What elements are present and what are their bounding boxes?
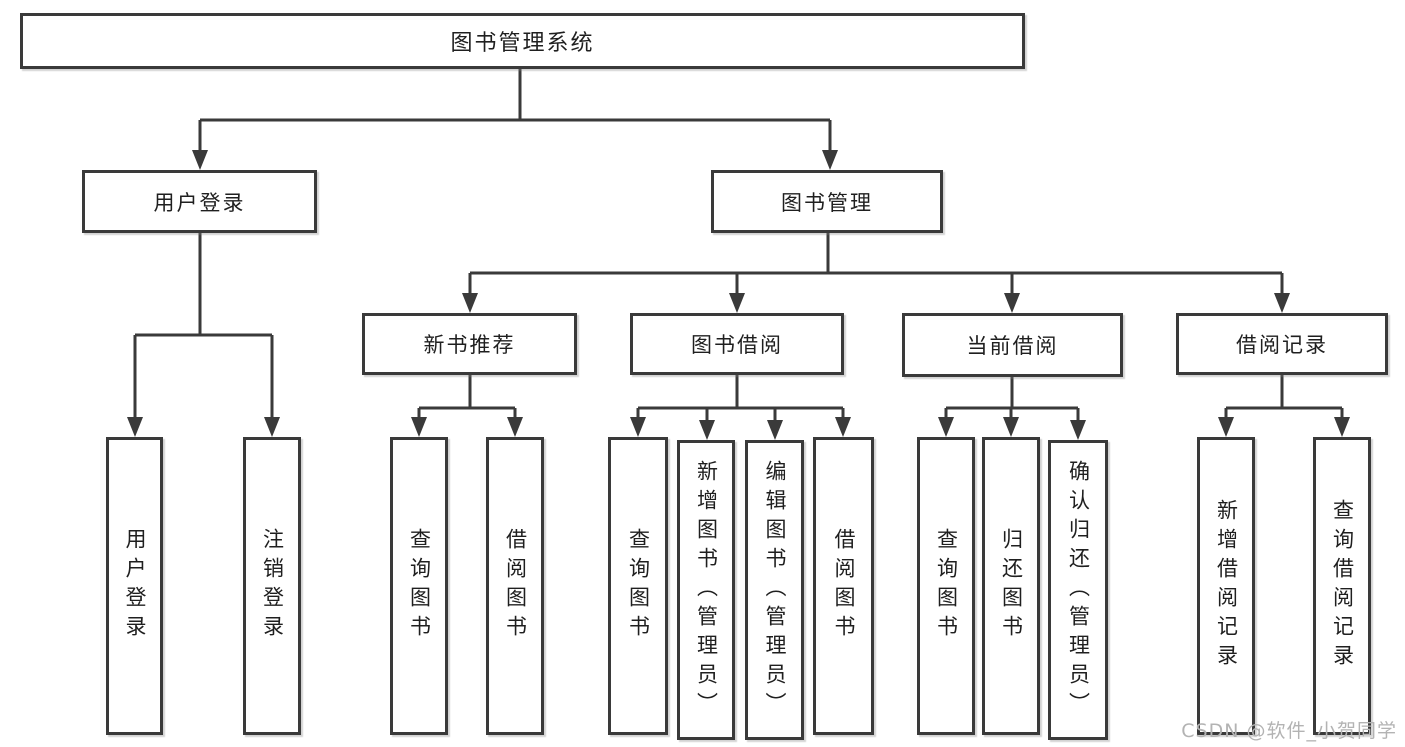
node-new-book-recommend: 新书推荐 (362, 313, 577, 375)
leaf-add-book-admin: 新增图书（管理员） (677, 440, 735, 740)
csdn-watermark: CSDN @软件_小贺同学 (1181, 720, 1397, 742)
leaf-borrow-books-recommend: 借阅图书 (486, 437, 544, 735)
node-book-borrowing: 图书借阅 (630, 313, 844, 375)
leaf-query-books-recommend: 查询图书 (390, 437, 448, 735)
leaf-add-borrow-record: 新增借阅记录 (1197, 437, 1255, 735)
leaf-confirm-return-admin: 确认归还（管理员） (1048, 440, 1108, 740)
node-current-borrowing: 当前借阅 (902, 313, 1123, 377)
leaf-query-books-borrowing: 查询图书 (608, 437, 668, 735)
leaf-edit-book-admin: 编辑图书（管理员） (745, 440, 804, 740)
leaf-return-book: 归还图书 (982, 437, 1040, 735)
node-library-management-system: 图书管理系统 (20, 13, 1025, 69)
node-borrowing-records: 借阅记录 (1176, 313, 1388, 375)
leaf-query-borrow-record: 查询借阅记录 (1313, 437, 1371, 735)
leaf-logout: 注销登录 (243, 437, 301, 735)
leaf-borrow-books-borrowing: 借阅图书 (813, 437, 874, 735)
node-user-login: 用户登录 (82, 170, 317, 233)
leaf-user-login: 用户登录 (106, 437, 163, 735)
leaf-query-books-current: 查询图书 (917, 437, 975, 735)
node-book-management: 图书管理 (711, 170, 943, 233)
